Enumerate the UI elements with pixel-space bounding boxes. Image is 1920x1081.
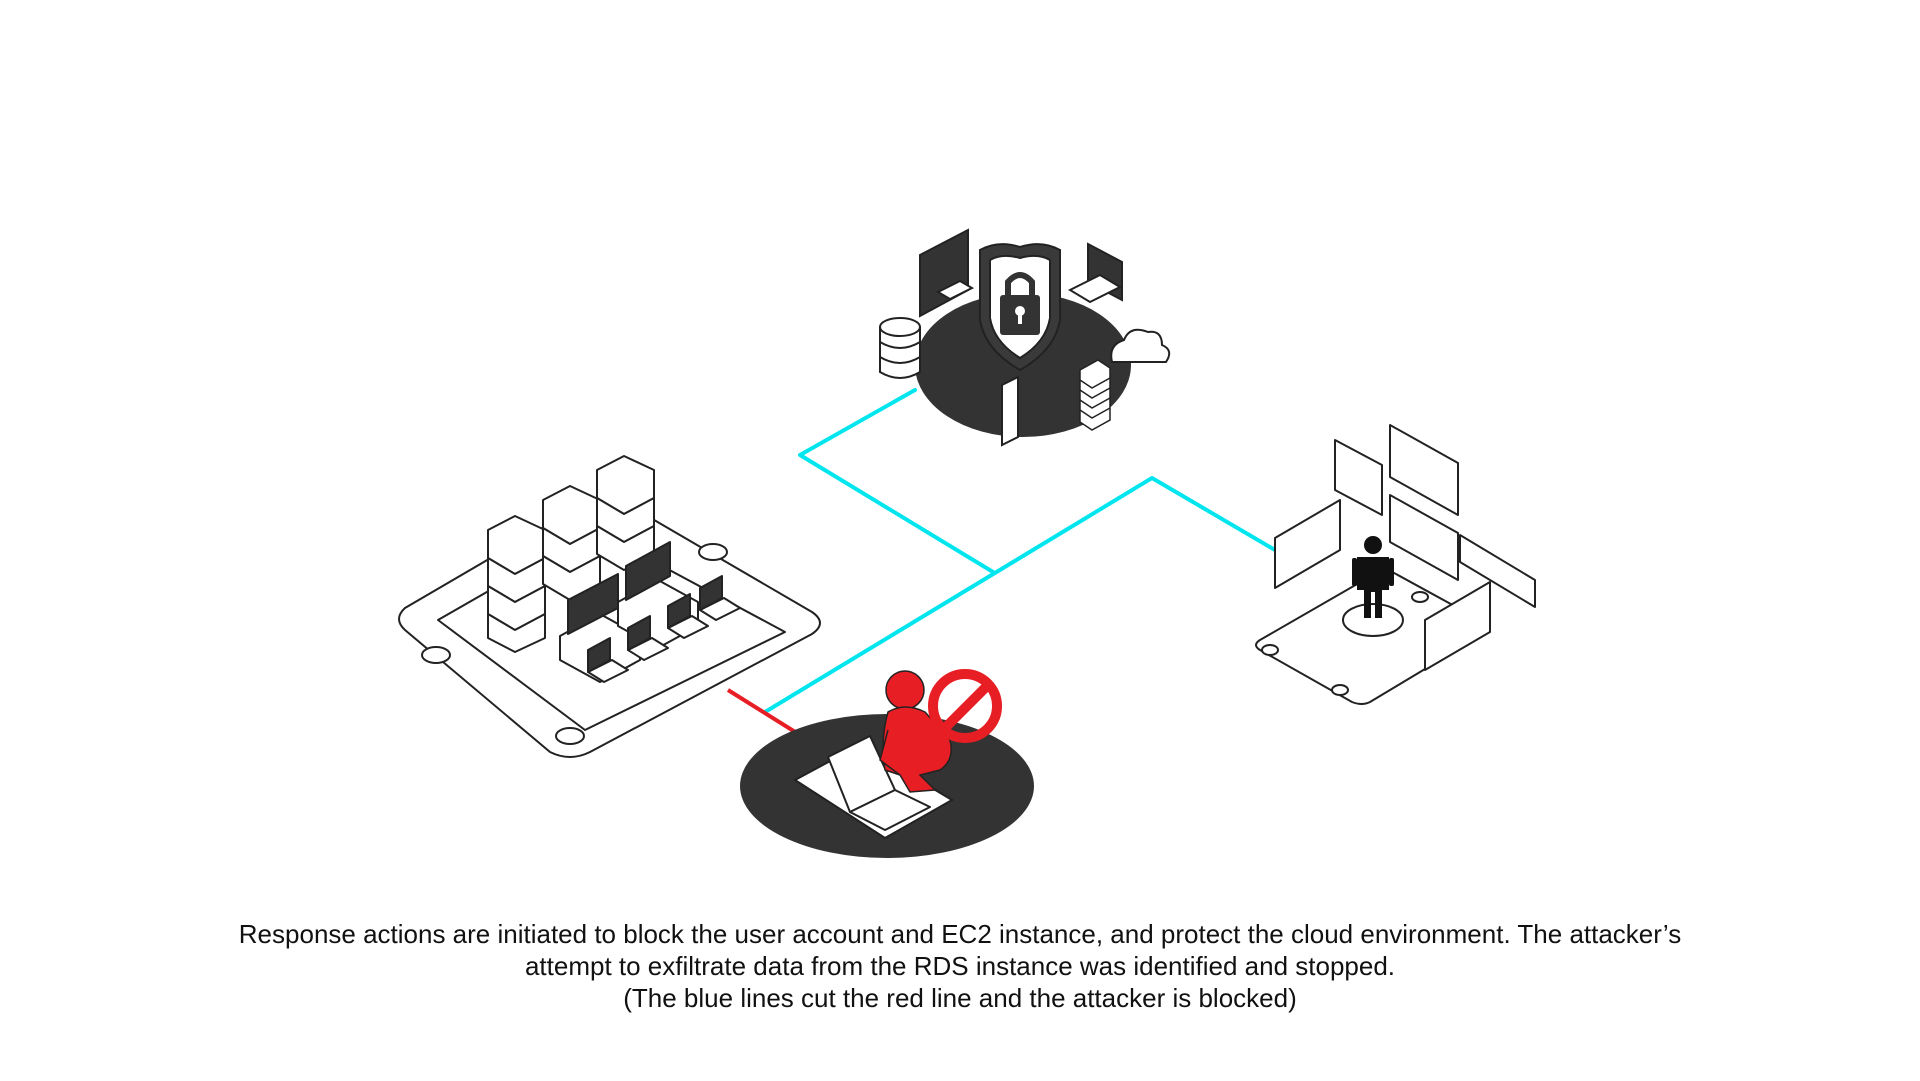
floating-screen — [1274, 424, 1536, 671]
user-workspace-connector — [1261, 644, 1279, 656]
security-hub — [879, 228, 1171, 447]
security-hub-panel — [935, 279, 975, 301]
attack-line — [726, 688, 802, 737]
caption-line: (The blue lines cut the red line and the… — [623, 983, 1297, 1013]
data-center-connector — [555, 727, 585, 745]
user-workspace — [1255, 424, 1536, 705]
database-icon — [879, 317, 921, 379]
attacker-laptop-icon — [827, 735, 931, 831]
security-hub-panel — [1067, 273, 1123, 304]
data-center-connector — [421, 646, 451, 664]
security-hub-panel — [1001, 375, 1019, 447]
data-center-connector — [698, 543, 728, 561]
server-rack-stack — [542, 485, 601, 601]
attacker-figure — [879, 670, 952, 793]
user-figure — [1352, 536, 1394, 618]
protection-lines — [763, 388, 1277, 714]
diagram-caption: Response actions are initiated to block … — [80, 918, 1840, 1014]
caption-line: attempt to exfiltrate data from the RDS … — [524, 951, 1396, 981]
user-spot — [1342, 603, 1404, 637]
server-stack-icon — [1079, 359, 1111, 431]
prohibited-icon — [928, 669, 1002, 743]
protection-line-attacker-to-user — [763, 476, 1277, 714]
shield-lock-icon — [979, 243, 1061, 372]
server-rack-stack — [596, 455, 655, 571]
cloud-icon — [1110, 328, 1171, 363]
user-workspace-connector — [1411, 591, 1429, 603]
security-hub-panel — [919, 228, 969, 318]
server-rack-stack — [487, 515, 546, 653]
caption-line: Response actions are initiated to block … — [238, 919, 1682, 949]
attacker-station — [740, 669, 1034, 858]
user-workspace-connector — [1331, 684, 1349, 696]
laptop-row — [587, 575, 741, 683]
data-center — [398, 455, 821, 758]
protection-line-security-to-junction — [798, 388, 995, 574]
